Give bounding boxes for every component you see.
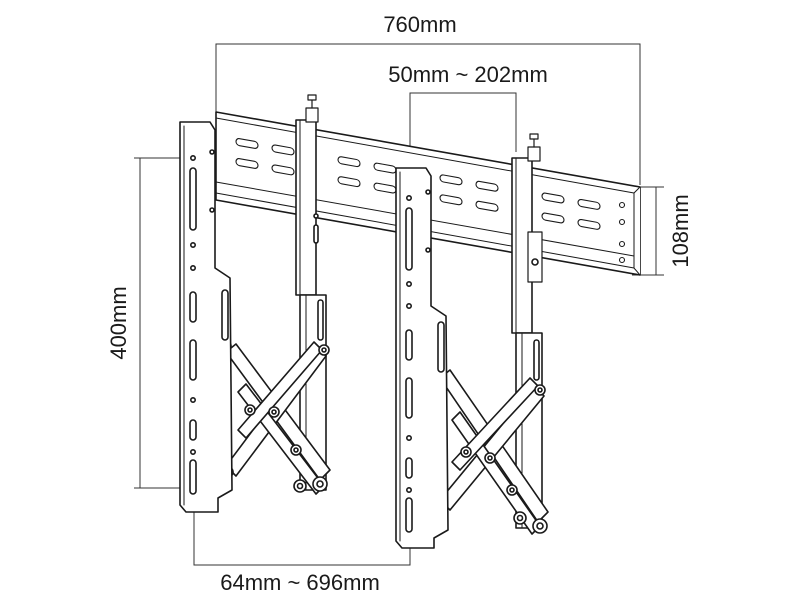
dim-label-vertical-hole-spacing: 400mm: [106, 286, 131, 359]
left-bracket: [179, 94, 331, 513]
rail-slot-row-lower: [235, 158, 601, 230]
dim-label-rail-height: 108mm: [668, 194, 693, 267]
dim-label-overall-width: 760mm: [383, 12, 456, 37]
right-bracket: [395, 133, 549, 549]
rail-slots: [235, 138, 626, 264]
rail-slot-row-upper: [235, 138, 601, 210]
dim-label-horizontal-hole-spacing: 64mm ~ 696mm: [220, 570, 380, 595]
left-rear-strut: [295, 119, 317, 296]
dim-label-stud-spacing: 50mm ~ 202mm: [388, 62, 548, 87]
